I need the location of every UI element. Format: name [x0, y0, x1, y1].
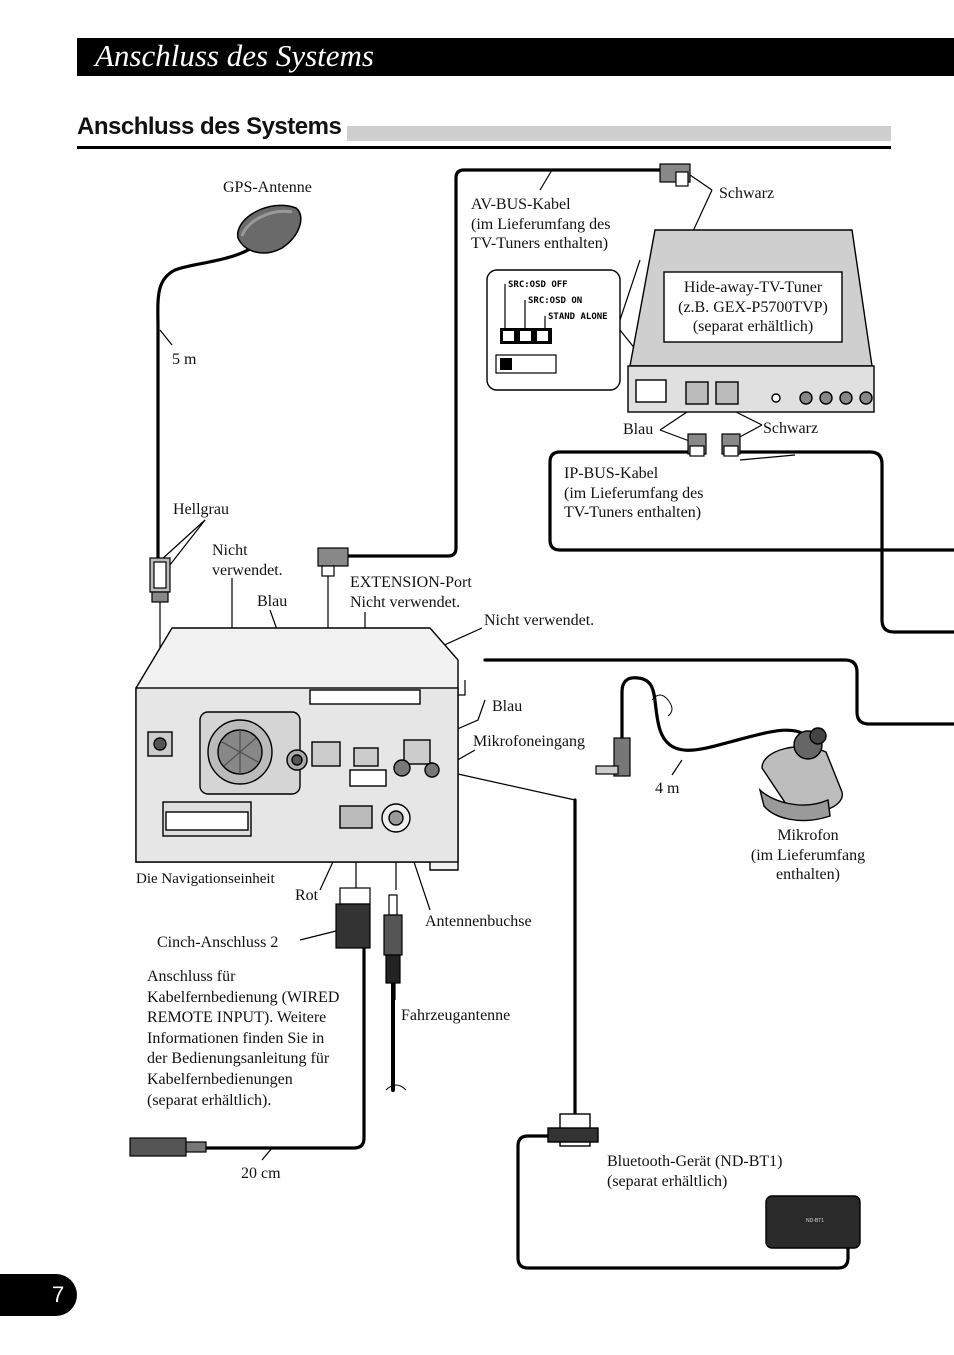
label-blue-2: Blau: [492, 698, 523, 715]
rca-cable: [203, 946, 366, 1150]
label-tv-tuner: Hide-away-TV-Tuner (z.B. GEX-P5700TVP) (…: [678, 279, 828, 335]
microphone-icon: [758, 727, 843, 822]
label-red: Rot: [295, 887, 319, 904]
label-black-1: Schwarz: [719, 185, 775, 202]
rca-female-plug-icon: [129, 1137, 187, 1157]
rca-plug-icon: [339, 887, 371, 905]
section-title: Anschluss des Systems: [77, 112, 348, 142]
label-light-grey: Hellgrau: [173, 501, 229, 518]
av-bus-connector-icon: [317, 163, 691, 577]
dip-option-osd-off: SRC:OSD OFF: [508, 280, 568, 290]
label-microphone: Mikrofon (im Lieferumfang enthalten): [750, 827, 866, 883]
label-extension-port: EXTENSION-Port Nicht verwendet.: [350, 574, 472, 611]
svg-text:ND-BT1: ND-BT1: [806, 1218, 824, 1224]
av-bus-cable: [343, 168, 667, 558]
label-not-used-1: Nicht verwendet.: [212, 542, 283, 579]
gps-plug-icon: [149, 557, 171, 603]
section-heading-shade: [337, 126, 891, 141]
label-nav-unit: Die Navigationseinheit: [136, 871, 275, 887]
dip-option-stand-alone: STAND ALONE: [548, 312, 608, 322]
mic-cable: [620, 676, 807, 752]
antenna-plug-icon: [383, 894, 403, 984]
section-heading: Anschluss des Systems: [77, 112, 891, 149]
tv-tuner-label-box: [663, 271, 843, 343]
label-wired-remote: Anschluss für Kabelfernbedienung (WIRED …: [147, 968, 340, 1109]
dip-option-osd-on: SRC:OSD ON: [528, 296, 582, 306]
label-rca-2: Cinch-Anschluss 2: [157, 934, 279, 951]
label-bluetooth: Bluetooth-Gerät (ND-BT1) (separat erhält…: [607, 1153, 783, 1190]
navigation-unit: [135, 627, 459, 871]
label-blue-1: Blau: [257, 593, 288, 610]
gps-antenna-icon: [237, 204, 302, 254]
dip-switch-inset: SRC:OSD OFF SRC:OSD ON STAND ALONE: [486, 269, 621, 391]
label-cable-20cm: 20 cm: [241, 1165, 281, 1182]
label-ip-bus: IP-BUS-Kabel (im Lieferumfang des TV-Tun…: [564, 465, 704, 521]
label-not-used-2: Nicht verwendet.: [484, 612, 595, 629]
label-mic-length: 4 m: [655, 780, 680, 797]
page-number: 7: [52, 1282, 65, 1307]
label-antenna-jack: Antennenbuchse: [425, 913, 532, 930]
label-black-2: Schwarz: [763, 420, 819, 437]
ip-bus-cable: [548, 450, 954, 552]
chapter-header-bar: Anschluss des Systems: [77, 38, 954, 76]
label-gps-antenna: GPS-Antenne: [223, 179, 312, 196]
label-mic-input: Mikrofoneingang: [473, 733, 585, 750]
bluetooth-device-icon: [547, 1113, 861, 1249]
chapter-title: Anschluss des Systems: [95, 38, 374, 73]
mic-plug-icon: [595, 737, 631, 777]
label-vehicle-antenna: Fahrzeugantenne: [401, 1007, 511, 1024]
label-gps-length: 5 m: [172, 351, 197, 368]
gps-cable: [156, 238, 264, 562]
label-av-bus: AV-BUS-Kabel (im Lieferumfang des TV-Tun…: [471, 196, 611, 252]
label-blue-3: Blau: [623, 421, 654, 438]
page-number-tab: 7: [0, 1274, 77, 1316]
